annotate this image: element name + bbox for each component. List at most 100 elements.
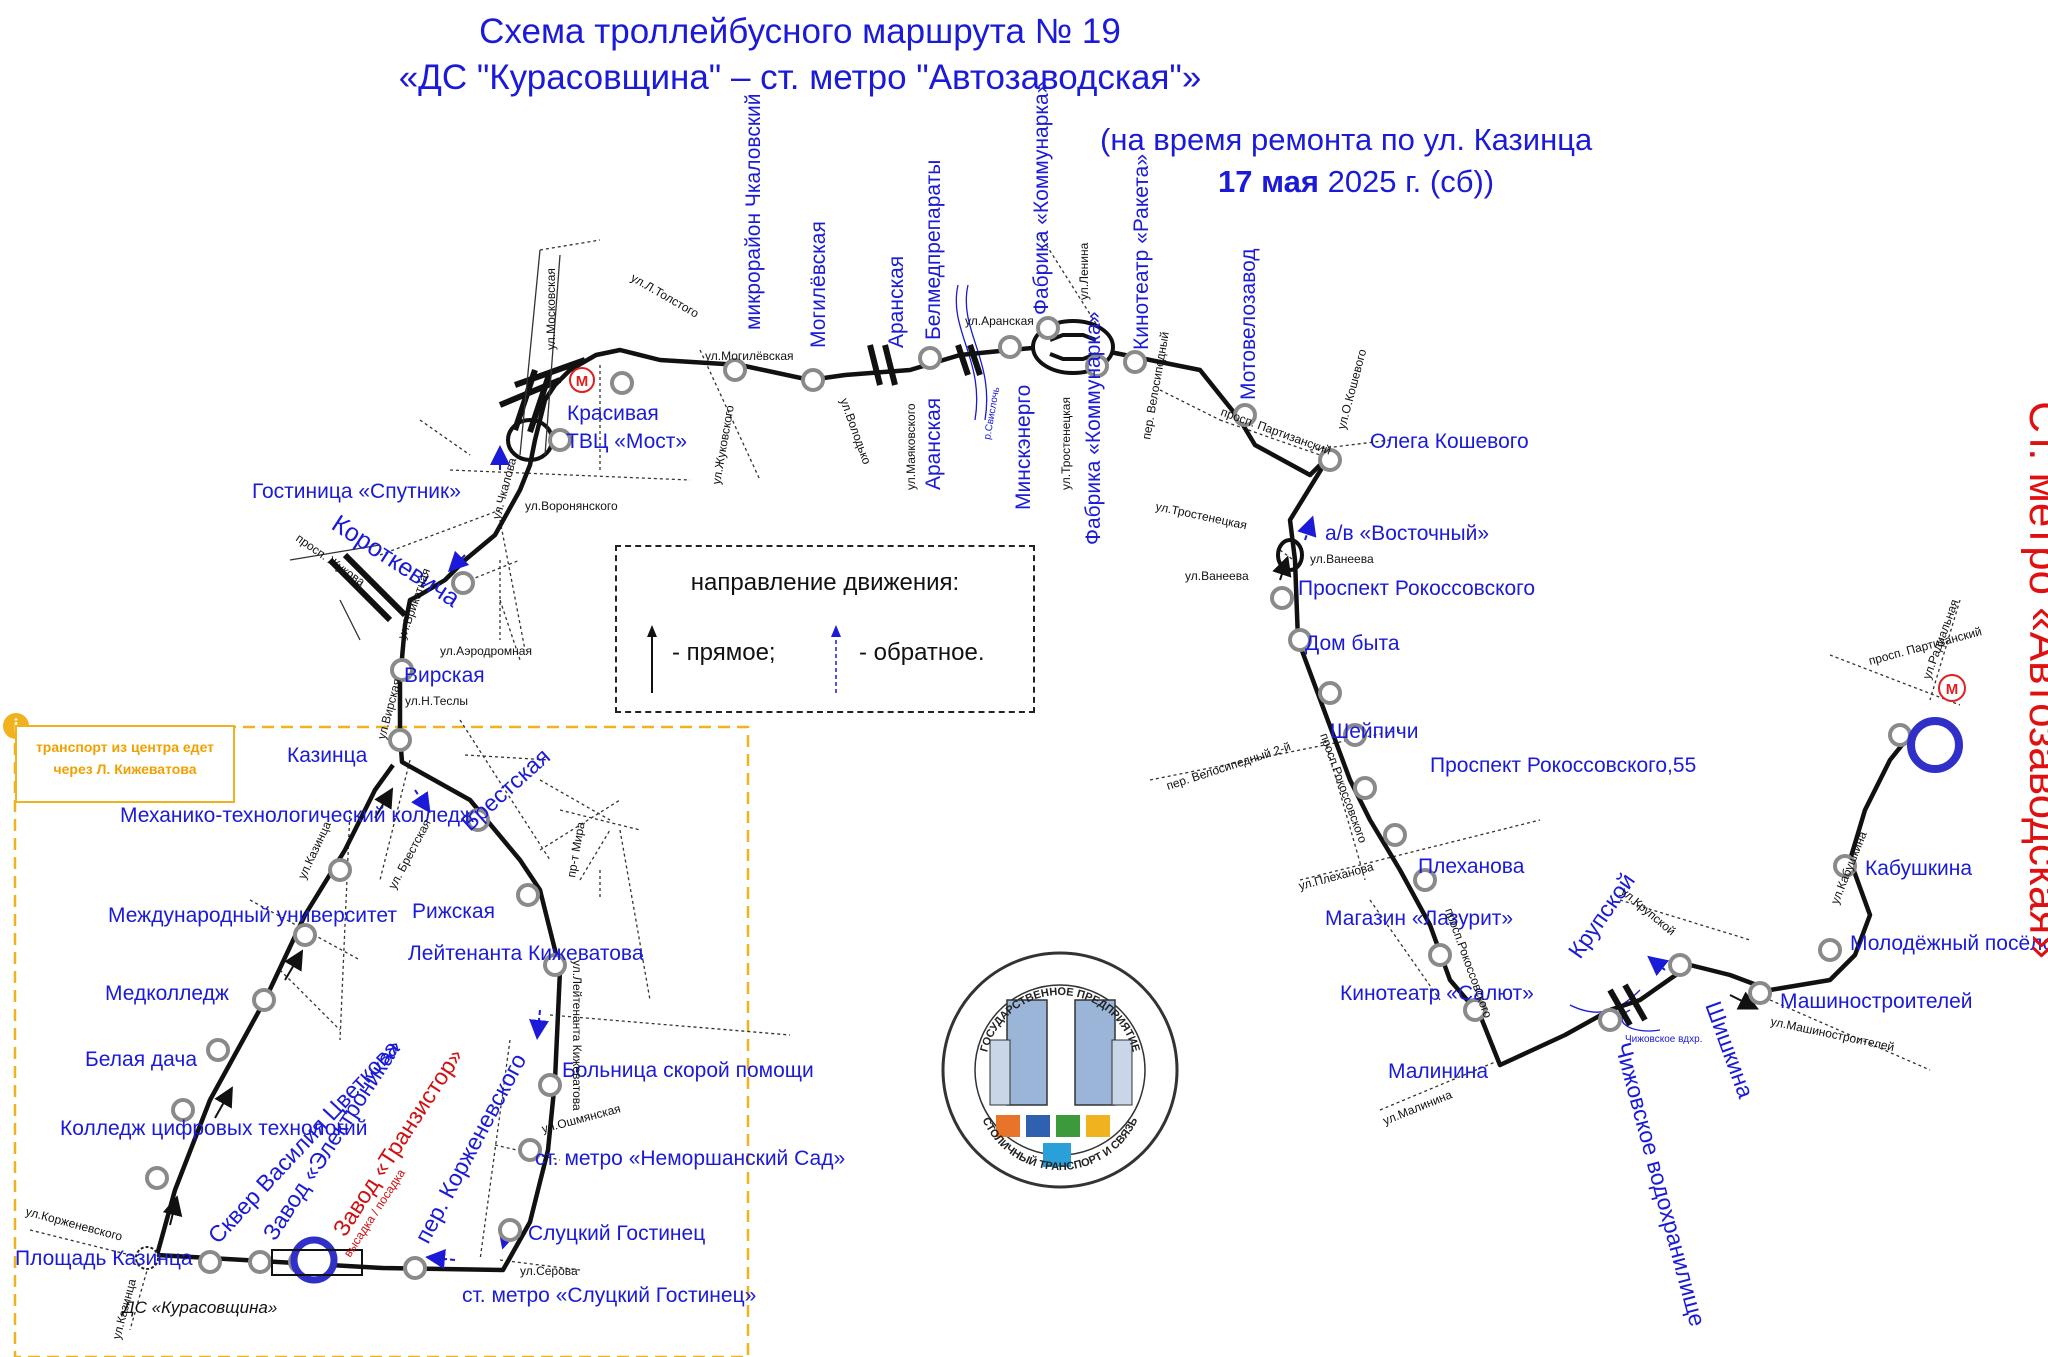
- street-chkalova: ул.Чкалова: [489, 456, 519, 521]
- terminus-avtozavodskaya-label: Ст. метро «Автозаводская»: [2020, 401, 2048, 959]
- legend-reverse: - обратное.: [859, 639, 985, 666]
- info-note-line1: транспорт из центра едет: [35, 739, 215, 755]
- stop-label-ploshchad-kazintsa: Площадь Казинца: [15, 1247, 193, 1270]
- title-date: 17 мая 2025 г. (сб)): [1218, 164, 1494, 200]
- street-malinina: ул.Малинина: [1381, 1087, 1454, 1128]
- stop-label-nemorshansky: ст. метро «Неморшанский Сад»: [535, 1147, 845, 1170]
- river-svisloch: [955, 284, 1661, 1032]
- stop-label-raketa: Кинотеатр «Ракета»: [1130, 154, 1153, 350]
- stop-label-dom-byta: Дом быта: [1305, 632, 1400, 655]
- street-krupskoy: ул.Крупской: [1618, 885, 1678, 939]
- stop-label-kommunarka-2: Фабрика «Коммунарка»: [1082, 312, 1105, 545]
- vostochny-loop: [1276, 538, 1304, 572]
- stop-label-kommunarka-1: Фабрика «Коммунарка»: [1030, 82, 1053, 315]
- detour-frame: [13, 725, 750, 1357]
- street-o-koshevogo: ул.О.Кошевого: [1334, 347, 1369, 431]
- stop-label-mezhdunarodny: Международный университет: [108, 904, 397, 927]
- stop-label-rizhskaya: Рижская: [412, 900, 495, 923]
- stop-label-olega-koshevogo: Олега Кошевого: [1370, 430, 1529, 453]
- title-line-1: Схема троллейбусного маршрута № 19: [479, 12, 1121, 51]
- stop-label-aranskaya-1: Аранская: [885, 256, 908, 348]
- avtozavodskaya-terminus: [1907, 717, 1963, 773]
- stop-label-salyut: Кинотеатр «Салют»: [1340, 982, 1534, 1005]
- stop-label-prospekt-rokossovskogo: Проспект Рокоссовского: [1298, 577, 1535, 600]
- seal-emblem: ГОСУДАРСТВЕННОЕ ПРЕДПРИЯТИЕ СТОЛИЧНЫЙ ТР…: [941, 951, 1179, 1189]
- metro-icon-most: М: [569, 367, 595, 393]
- ploshchad-kazintsa-terminus: [135, 1246, 159, 1270]
- metro-icon-avtozavodskaya: М: [1938, 674, 1966, 702]
- info-note-line2: через Л. Кижеватова: [53, 761, 197, 777]
- stop-label-kurasovshchina: ДС «Курасовщина»: [121, 1298, 278, 1317]
- street-n-tesly: ул.Н.Теслы: [405, 694, 468, 708]
- stop-label-malinina: Малинина: [1388, 1060, 1488, 1083]
- stop-label-kabushkina: Кабушкина: [1865, 857, 1972, 880]
- street-mayakovskogo: ул.Маяковского: [904, 403, 918, 490]
- stop-label-virskaya: Вирская: [404, 664, 485, 687]
- stop-label-mekhaniko: Механико-технологический колледж: [120, 804, 474, 827]
- stop-label-tvts-most: ТВЦ «Мост»: [566, 430, 687, 453]
- street-plekhanova: ул.Плеханова: [1297, 859, 1375, 893]
- legend-reverse-arrow-icon: [831, 625, 841, 693]
- street-vaneeva: ул.Ванеева: [1185, 569, 1249, 583]
- stop-label-minskenergo: Минскэнерго: [1012, 385, 1035, 510]
- street-trostenetskaya-2: ул.Тростенецкая: [1154, 499, 1248, 532]
- street-trostenetskaya: ул.Тростенецкая: [1059, 397, 1073, 490]
- overpass-rails: [289, 249, 561, 641]
- legend-title: направление движения:: [690, 569, 960, 596]
- stop-label-slutsky: Слуцкий Гостинец: [528, 1222, 705, 1245]
- title-date-rest: 2025 г. (сб)): [1327, 164, 1495, 199]
- street-korzhenevskogo: ул.Корженевского: [24, 1204, 124, 1243]
- stop-label-mashinostroiteley: Машиностроителей: [1780, 990, 1973, 1013]
- stop-label-motovelozavod: Мотовелозавод: [1237, 248, 1260, 400]
- street-volodko: ул.Володько: [837, 396, 874, 466]
- stop-label-vostochny: а/в «Восточный»: [1325, 522, 1489, 545]
- legend-forward: - прямое;: [672, 639, 776, 666]
- street-leytenanta: ул.Лейтенанта Кижеватова: [570, 960, 584, 1111]
- street-serova: ул.Серова: [520, 1264, 578, 1278]
- stop-markers: [145, 316, 1912, 1280]
- stop-label-st-metro-slutsky: ст. метро «Слуцкий Гостинец»: [462, 1284, 756, 1307]
- stop-label-sputnik: Гостиница «Спутник»: [252, 480, 461, 503]
- stop-label-mogilevskaya: Могилёвская: [807, 221, 830, 348]
- stop-label-sheypichi: Шейпичи: [1330, 720, 1418, 743]
- forward-arrows: [162, 555, 1759, 1226]
- stop-label-kazintsa: Казинца: [287, 744, 368, 767]
- stop-label-shishkina: Шишкина: [1700, 998, 1759, 1102]
- stop-label-medkolledzh: Медколледж: [105, 982, 229, 1005]
- street-zhukovskogo: ул.Жуковского: [709, 404, 737, 486]
- street-mogilevskaya: ул.Могилёвская: [705, 349, 794, 363]
- stop-label-leytenanta: Лейтенанта Кижеватова: [408, 942, 644, 965]
- stop-label-aranskaya-2: Аранская: [922, 398, 945, 490]
- title-date-bold: 17 мая: [1218, 164, 1319, 199]
- street-aranskaya: ул.Аранская: [965, 314, 1034, 328]
- street-mashinostroiteley: ул.Машиностроителей: [1769, 1014, 1895, 1054]
- overpasses: [327, 344, 1648, 1027]
- street-svisloch: р.Свислочь: [982, 386, 1002, 440]
- kommunarka-ring-inner: [1049, 333, 1097, 361]
- stop-label-chizhovskoe: Чижовское водохранилище: [1610, 1040, 1711, 1329]
- stop-label-krupskoy: Крупской: [1563, 868, 1640, 963]
- title-note: (на время ремонта по ул. Казинца: [1100, 122, 1593, 157]
- stop-label-lazurit: Магазин «Лазурит»: [1325, 907, 1513, 930]
- legend-forward-arrow-icon: [647, 625, 657, 693]
- street-prosp-mira: пр-т Мира: [564, 821, 588, 879]
- stop-label-kolledzh: Колледж цифровых технологий: [60, 1117, 368, 1140]
- street-chizh-vdkhr: Чижовское вдхр.: [1625, 1034, 1702, 1045]
- stop-label-krasivaya: Красивая: [567, 402, 659, 425]
- info-note: транспорт из центра едет через Л. Кижева…: [15, 725, 235, 803]
- stop-label-belmed: Белмедпрепараты: [922, 160, 945, 340]
- stop-label-plekhanova: Плеханова: [1418, 855, 1525, 878]
- title-line-2: «ДС "Курасовщина" – ст. метро "Автозавод…: [398, 58, 1202, 97]
- stop-label-bolnitsa: Больница скорой помощи: [562, 1059, 814, 1082]
- street-voronyanskogo: ул.Воронянского: [525, 499, 618, 513]
- street-moskovskaya: ул.Московская: [544, 268, 558, 350]
- street-vaneeva-2: ул.Ванеева: [1310, 552, 1374, 566]
- stop-label-chkalovsky: микрорайон Чкаловский: [742, 94, 765, 330]
- depot-outline: [271, 1249, 363, 1276]
- stop-label-rokossovskogo55: Проспект Рокоссовского,55: [1430, 754, 1696, 777]
- street-brestskaya: ул. Брестская: [385, 817, 433, 891]
- stop-label-belaya-dacha: Белая дача: [85, 1048, 197, 1071]
- direction-legend: направление движения: - прямое; - обратн…: [615, 545, 1035, 713]
- street-lenina: ул.Ленина: [1077, 242, 1091, 300]
